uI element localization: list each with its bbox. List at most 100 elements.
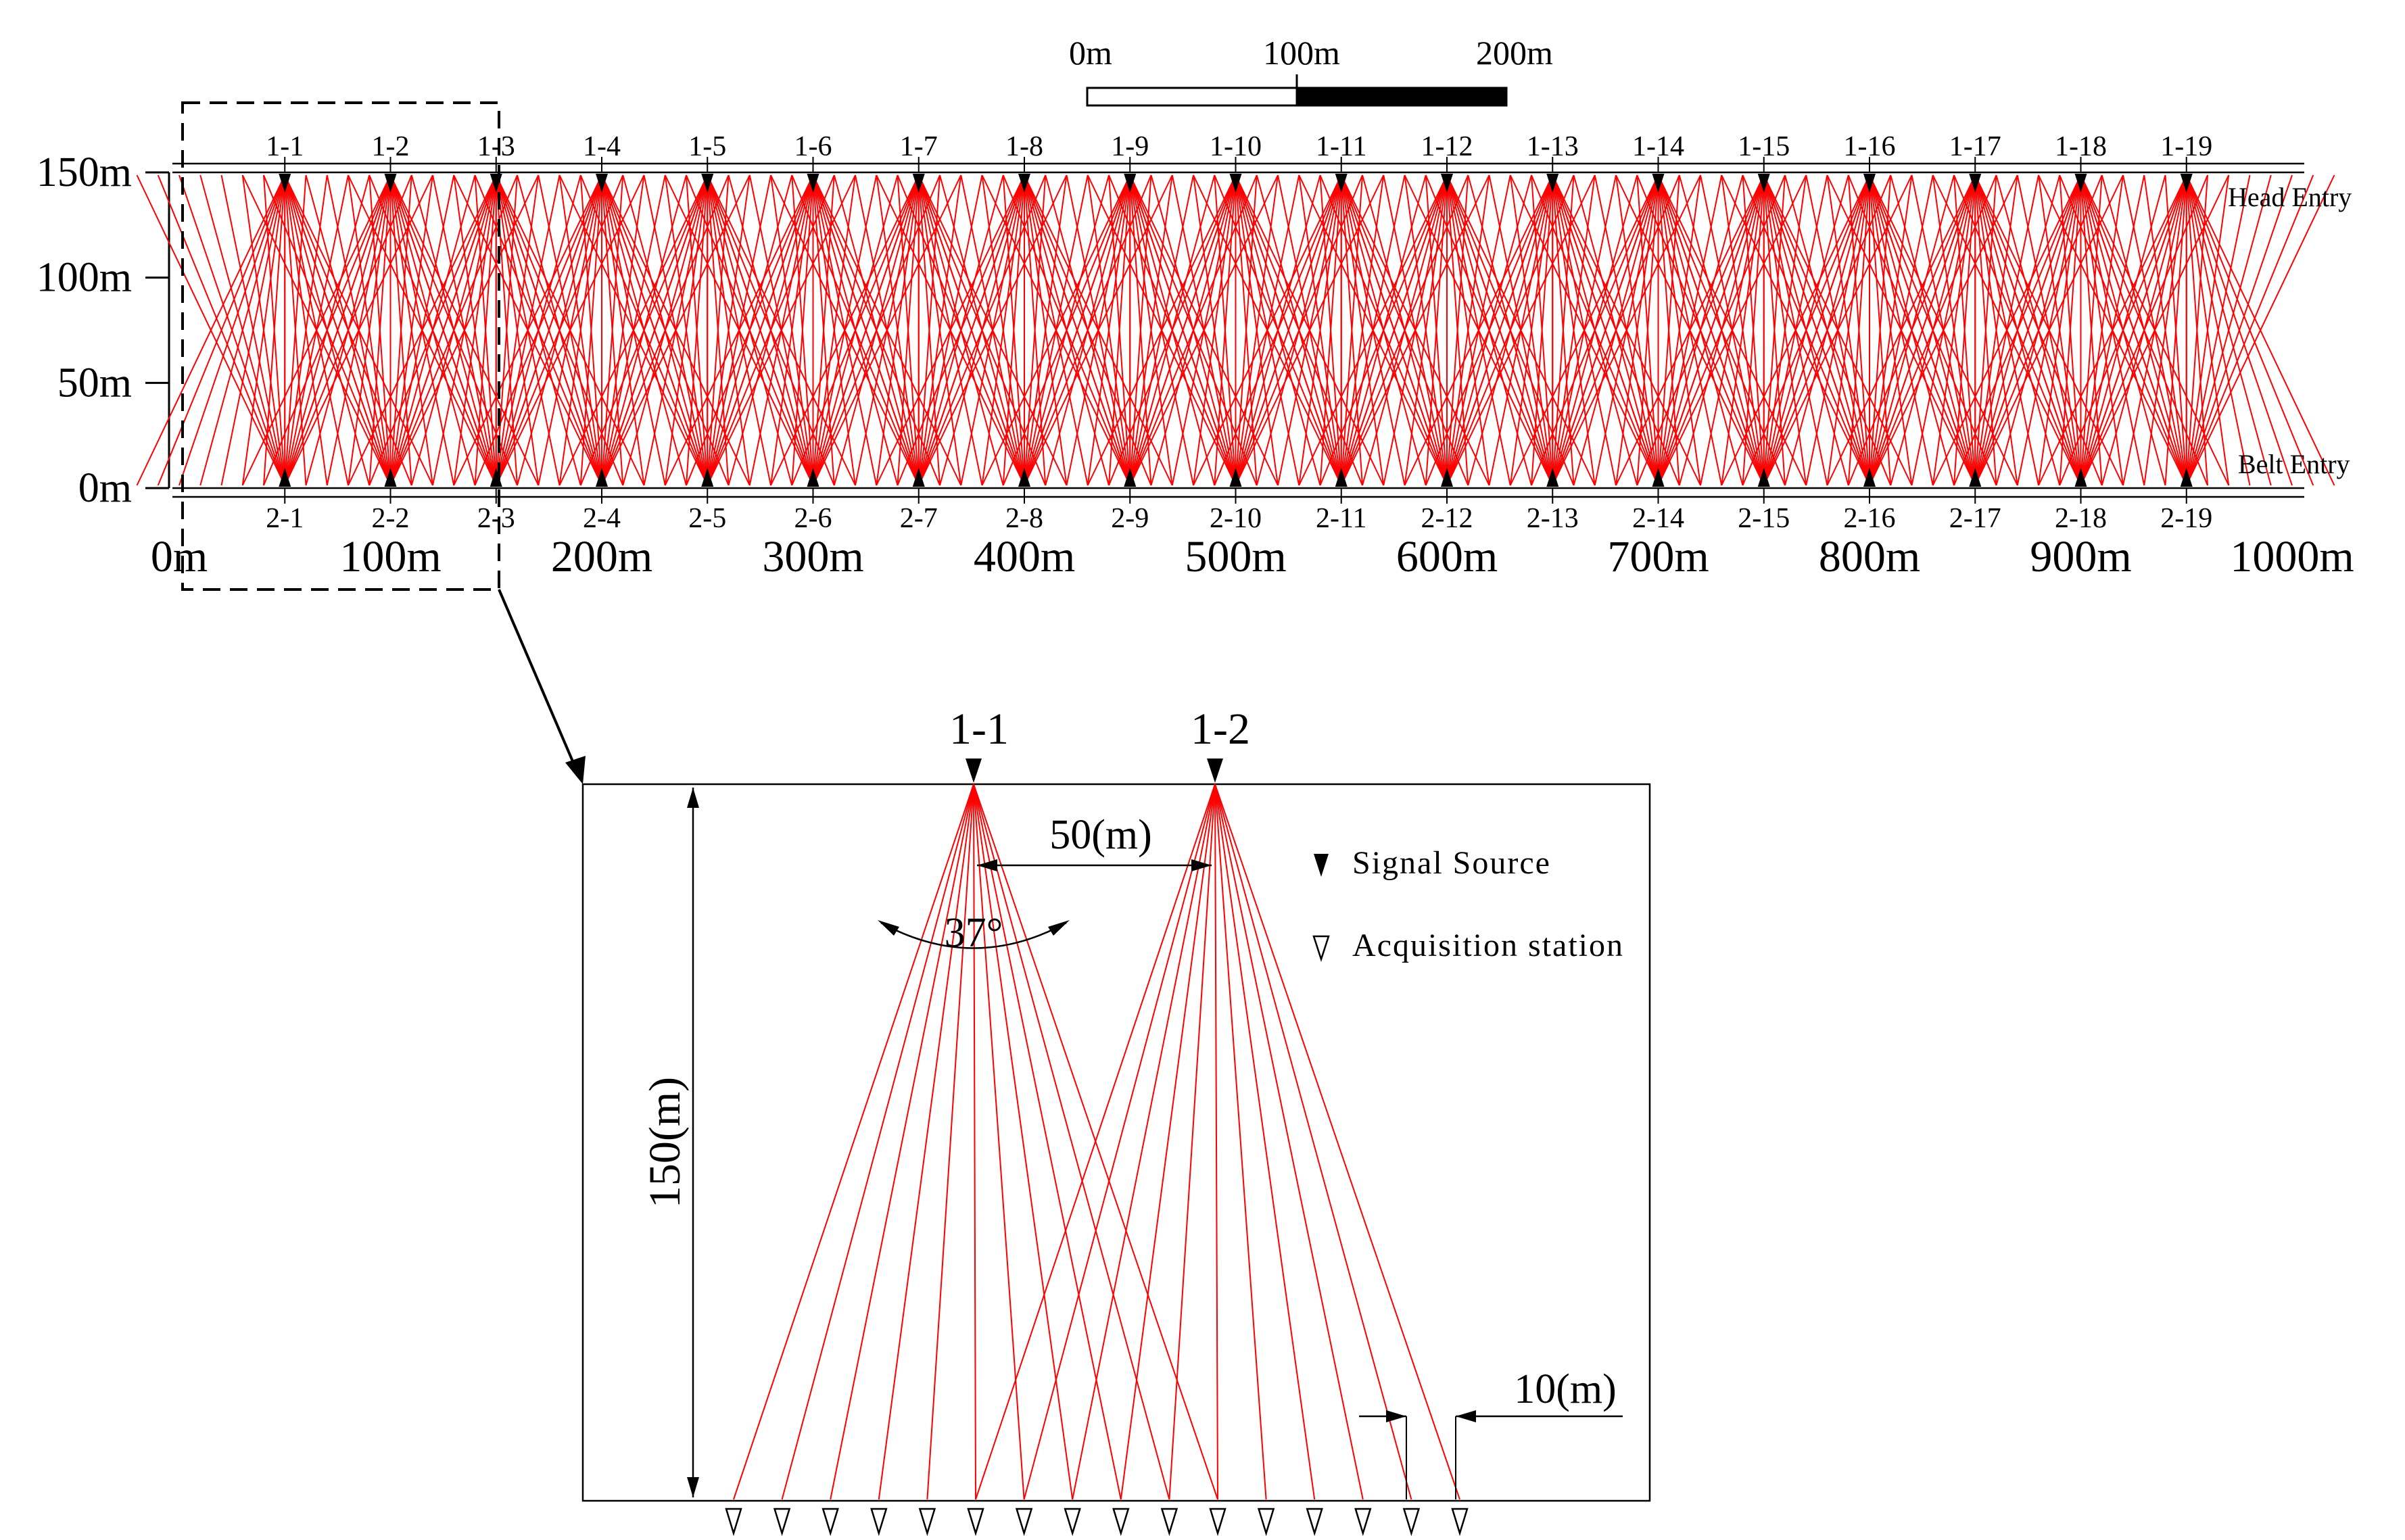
ray-path [2185, 174, 2293, 486]
signal-source-1-2-marker [1207, 759, 1223, 783]
signal-source-marker [2074, 468, 2087, 487]
ray-path [348, 174, 497, 486]
detail-ray-path [1214, 784, 1218, 1500]
ray-path [474, 174, 602, 486]
ray-path [1319, 174, 1448, 486]
x-tick-label: 500m [1185, 532, 1286, 581]
ray-path [1636, 174, 1765, 486]
x-tick-label: 900m [2030, 532, 2131, 581]
ray-path [897, 174, 1025, 486]
detail-ray-path [830, 784, 974, 1500]
signal-source-marker [1546, 468, 1559, 487]
ray-path [1171, 174, 1237, 486]
ray-path [2016, 174, 2082, 486]
detail-ray-path [1072, 784, 1216, 1500]
ray-path [855, 174, 920, 486]
signal-source-1-1-marker [966, 759, 982, 783]
ray-path [728, 174, 814, 486]
ray-path [1615, 174, 1765, 486]
detail-ray-path [1214, 784, 1267, 1500]
ray-path [1700, 174, 1765, 486]
top-source-label: 1-12 [1421, 131, 1473, 162]
acquisition-station-icon [773, 1508, 791, 1537]
head-entry-label: Head Entry [2228, 182, 2352, 212]
ray-path [939, 174, 1025, 486]
top-source-label: 1-11 [1316, 131, 1366, 162]
x-tick-label: 800m [1819, 532, 1920, 581]
ray-path [538, 174, 602, 486]
top-source-label: 1-16 [1844, 131, 1896, 162]
signal-source-marker [1652, 174, 1665, 193]
ray-path [1066, 174, 1131, 486]
ray-path [1826, 174, 1870, 486]
bottom-source-label: 2-7 [900, 503, 938, 534]
detail-ray-path [1214, 784, 1364, 1500]
detail-ray-path [781, 784, 974, 1500]
zoom-region-box [181, 101, 500, 591]
ray-path [1298, 174, 1342, 486]
bottom-source-label: 2-2 [372, 503, 410, 534]
bottom-source-label: 2-15 [1738, 503, 1790, 534]
ray-path [876, 174, 920, 486]
ray-path [199, 174, 286, 486]
detail-ray-path [1214, 784, 1316, 1500]
ray-path [1890, 174, 1976, 486]
signal-source-marker [1969, 174, 1982, 193]
top-source-label: 1-4 [583, 131, 621, 162]
x-tick-label: 300m [762, 532, 863, 581]
signal-source-marker [490, 468, 502, 487]
acquisition-station-icon [1402, 1508, 1421, 1537]
ray-path [1721, 174, 1765, 486]
acquisition-station-icon [1160, 1508, 1178, 1537]
detail-ray-path [926, 784, 974, 1500]
ray-path [2059, 174, 2187, 486]
ray-path [2122, 174, 2187, 486]
ray-path [241, 174, 391, 486]
detail-ray-path [973, 784, 1170, 1500]
ray-path [1362, 174, 1448, 486]
ray-path [1531, 174, 1659, 486]
ray-path [1045, 174, 1131, 486]
acquisition-station-icon [1064, 1508, 1081, 1537]
top-source-label: 1-19 [2160, 131, 2212, 162]
ray-path [2038, 174, 2187, 486]
detail-ray-path [973, 784, 1122, 1500]
signal-source-marker [1124, 174, 1137, 193]
ray-path [2185, 174, 2230, 486]
detail-ray-path [1120, 784, 1216, 1500]
signal-source-marker [279, 468, 291, 487]
acquisition-station-icon [1306, 1508, 1323, 1537]
scale-bar-label-0: 0m [1069, 34, 1112, 72]
height-label: 150(m) [640, 1077, 690, 1208]
x-tick-label: 0m [151, 532, 208, 581]
bottom-source-label: 2-19 [2160, 503, 2212, 534]
ray-paths [136, 174, 2335, 486]
ray-path [791, 174, 920, 486]
ray-path [622, 174, 709, 486]
top-source-label: 1-18 [2055, 131, 2107, 162]
scale-bar: 0m 100m 200m [1069, 34, 1553, 107]
signal-source-marker [1757, 468, 1770, 487]
ray-path [368, 174, 497, 486]
ray-path [770, 174, 814, 486]
acquisition-station-icon [1112, 1508, 1130, 1537]
signal-source-marker [596, 468, 608, 487]
ray-path [1193, 174, 1237, 486]
ray-path [220, 174, 286, 486]
top-source-label: 1-7 [900, 131, 938, 162]
legend: Signal Source Acquisition station [1312, 845, 1623, 963]
signal-source-marker [912, 468, 925, 487]
ray-path [1002, 174, 1131, 486]
spacing-label: 50(m) [1049, 812, 1152, 858]
detail-ray-path [1214, 784, 1412, 1500]
top-source-label: 1-13 [1527, 131, 1579, 162]
ray-path [1488, 174, 1554, 486]
x-tick-label: 400m [974, 532, 1075, 581]
ray-path [664, 174, 814, 486]
detail-ray-path [878, 784, 974, 1500]
detail-ray-path [1168, 784, 1216, 1500]
